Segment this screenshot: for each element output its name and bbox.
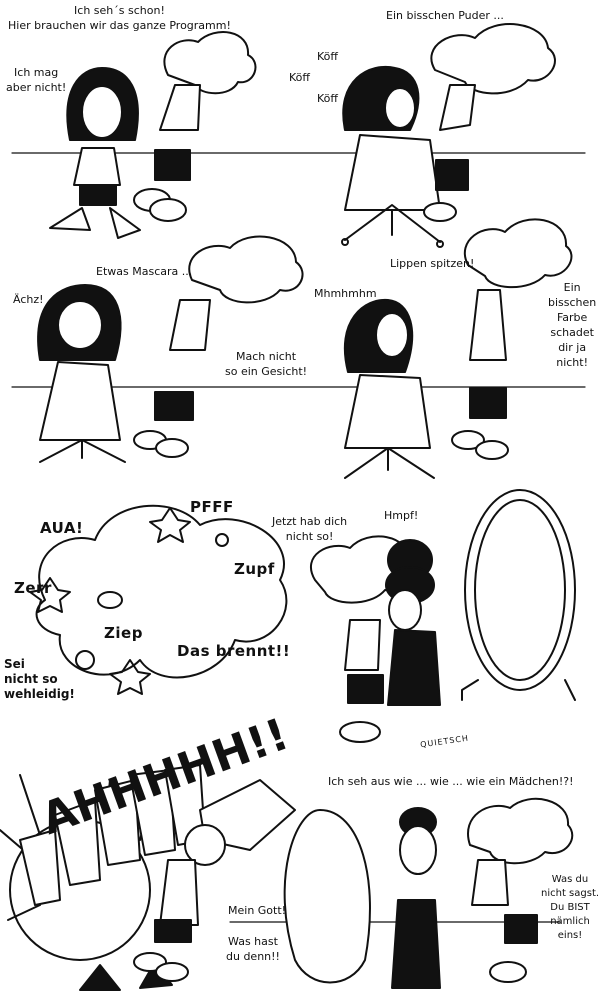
- p6-girl: [385, 539, 441, 706]
- p4-girl-speech: Mhmhmhm: [314, 287, 377, 300]
- p4-title-speech: Lippen spitzen!: [390, 257, 475, 270]
- p2-girl-in-chair: [341, 65, 444, 248]
- p3-title-speech: Etwas Mascara ...: [96, 265, 193, 278]
- p2-friend: [423, 23, 556, 222]
- p2-cough-1: Köff: [317, 50, 338, 63]
- p7-friend: [133, 824, 226, 982]
- p2-title-speech: Ein bisschen Puder ...: [386, 9, 504, 22]
- p4-girl-in-chair: [343, 298, 435, 479]
- p8-mirror: [283, 809, 371, 984]
- p5-chaos-cloud: [29, 504, 288, 695]
- p7-friend-speech-1: Mein Gott!: [228, 904, 287, 917]
- p8-girl: [391, 807, 441, 989]
- p6-girl-speech: Hmpf!: [384, 509, 419, 522]
- p8-girl-speech: Ich seh aus wie ... wie ... wie ein Mädc…: [328, 775, 574, 788]
- p3-girl-in-chair: [37, 284, 126, 463]
- p5-sfx-pfff: PFFF: [190, 498, 234, 516]
- p5-sfx-ziep: Ziep: [104, 624, 143, 642]
- p4-friend: [451, 218, 573, 460]
- p5-sfx-zupf: Zupf: [234, 560, 275, 578]
- p3-friend: [133, 235, 304, 458]
- p1-friend: [133, 31, 257, 222]
- p7-explosion: [0, 764, 296, 991]
- p1-friend-speech: Ich seh´s schon!Hier brauchen wir das ga…: [8, 4, 231, 32]
- p2-cough-2: Köff: [289, 71, 310, 84]
- p5-sfx-brennt: Das brennt!!: [177, 642, 291, 660]
- p5-sfx-aua: AUA!: [40, 519, 84, 537]
- p1-girl: [49, 67, 141, 239]
- p5-sfx-zerr: Zerr: [14, 579, 52, 597]
- p3-girl-speech: Ächz!: [13, 293, 44, 306]
- p8-friend: [467, 798, 574, 983]
- p6-mirror: [461, 489, 576, 701]
- p2-cough-3: Köff: [317, 92, 338, 105]
